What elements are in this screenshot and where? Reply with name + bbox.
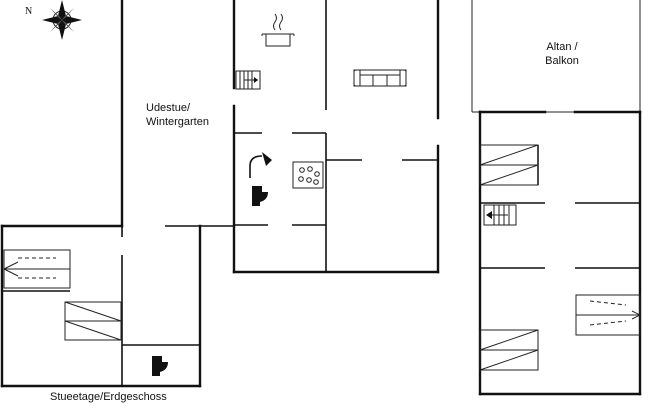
- compass-icon: [42, 0, 82, 40]
- stairs-icon: [235, 70, 261, 90]
- sofa-icon: [353, 69, 407, 87]
- bed-icon: [3, 144, 642, 371]
- floor-caption: Stueetage/Erdgeschoss: [50, 391, 167, 403]
- stove-pot-icon: [261, 13, 295, 47]
- room-label-line: Wintergarten: [146, 116, 209, 128]
- toilet-icon: [252, 186, 268, 206]
- room-label-udestue: Udestue/ Wintergarten: [146, 101, 209, 129]
- stairs-icon: [483, 204, 517, 226]
- shower-icon: [249, 152, 272, 178]
- lower-building-walls: [0, 224, 234, 388]
- sink-icon: [292, 161, 324, 189]
- compass-label: N: [25, 6, 32, 17]
- room-label-line: Balkon: [545, 55, 579, 67]
- room-label-line: Altan /: [546, 41, 578, 53]
- room-label-line: Udestue/: [146, 102, 191, 114]
- upper-building-walls: [120, 0, 440, 274]
- toilet-icon: [152, 356, 168, 376]
- room-label-altan: Altan / Balkon: [532, 40, 592, 68]
